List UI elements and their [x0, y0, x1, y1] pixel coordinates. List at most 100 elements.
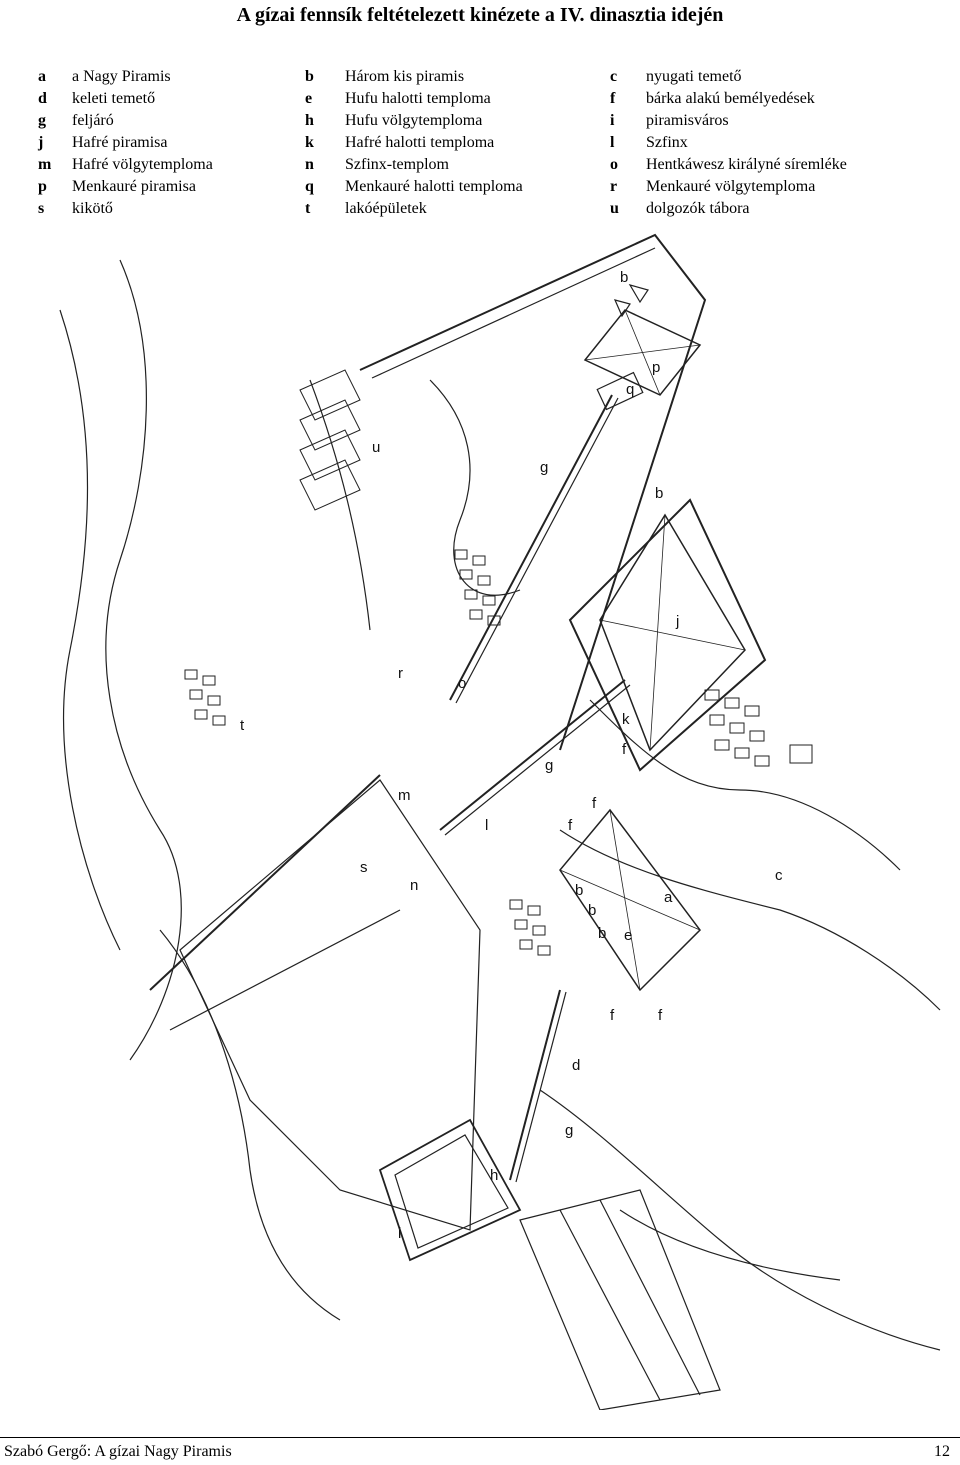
- central-field-tombs: [454, 549, 501, 626]
- great-pyramid: [559, 808, 701, 992]
- map-label-n: n: [410, 877, 418, 894]
- legend-text: Szfinx-templom: [345, 156, 449, 173]
- map-label-o: o: [458, 675, 466, 692]
- map-label-p: p: [652, 359, 660, 376]
- legend-code: l: [610, 134, 615, 151]
- map-label-d: d: [572, 1057, 580, 1074]
- legend-code: t: [305, 200, 311, 217]
- legend-row: a a Nagy Piramis b Három kis piramis c nyugat…: [0, 66, 960, 88]
- legend-code: d: [38, 90, 47, 107]
- west-cemetery: [704, 689, 813, 767]
- pyramid-town-wall: [378, 1118, 522, 1262]
- legend-text: Hentkáwesz királyné síremléke: [646, 156, 847, 173]
- map-label-f-upper: f: [622, 741, 627, 758]
- legend-code: r: [610, 178, 618, 195]
- legend-text: piramisváros: [646, 112, 729, 129]
- small-pyramid: [628, 284, 649, 304]
- legend-text: Hafré völgytemploma: [72, 156, 213, 173]
- legend-text: a Nagy Piramis: [72, 68, 171, 85]
- workers-camp: [299, 369, 361, 511]
- terrain-contour: [559, 829, 941, 1011]
- legend-text: keleti temető: [72, 90, 156, 107]
- map-label-f-left: f: [568, 817, 573, 834]
- terrain-contour: [429, 379, 521, 596]
- map-label-u: u: [372, 439, 380, 456]
- legend-code: h: [305, 112, 314, 129]
- map-label-k: k: [622, 711, 630, 728]
- terrain-contour: [309, 379, 371, 631]
- legend-row: m Hafré völgytemploma n Szfinx-templom o Hent…: [0, 154, 960, 176]
- legend-code: p: [38, 178, 47, 195]
- legend-code: q: [305, 178, 314, 195]
- legend-code: a: [38, 68, 46, 85]
- map-label-f-mid: f: [592, 795, 597, 812]
- legend-text: feljáró: [72, 112, 114, 129]
- terrain-contour: [105, 259, 182, 1061]
- footer-author: Szabó Gergő: A gízai Nagy Piramis: [4, 1443, 232, 1460]
- legend-code: b: [305, 68, 314, 85]
- legend-text: nyugati temető: [646, 68, 742, 85]
- legend-code: s: [38, 200, 45, 217]
- residential-buildings: [184, 669, 226, 726]
- harbour-basin: [179, 779, 481, 1231]
- giza-plateau-map: p q b u g b j r o k f g t m l n f f s a …: [59, 233, 941, 1410]
- map-label-b-lower1: b: [575, 882, 583, 899]
- legend-text: Menkauré halotti temploma: [345, 178, 523, 195]
- legend-code: k: [305, 134, 314, 151]
- map-label-e: e: [624, 927, 632, 944]
- legend-text: Három kis piramis: [345, 68, 465, 85]
- legend-code: g: [38, 112, 46, 129]
- map-label-g-upper: g: [540, 459, 548, 476]
- map-label-t: t: [240, 717, 245, 734]
- east-cemetery: [509, 899, 551, 956]
- legend-code: n: [305, 156, 314, 173]
- terrain-contour: [619, 1209, 841, 1281]
- terrain-contour: [59, 309, 121, 951]
- map-label-a: a: [664, 889, 673, 906]
- legend-row: d keleti temető e Hufu halotti temploma f bár…: [0, 88, 960, 110]
- khufu-causeway: [509, 989, 561, 1181]
- legend-code: o: [610, 156, 618, 173]
- page-number: 12: [934, 1443, 950, 1460]
- map-label-f-right: f: [658, 1007, 663, 1024]
- harbour-wall: [149, 774, 381, 991]
- legend-code: m: [38, 156, 52, 173]
- legend-code: u: [610, 200, 619, 217]
- legend-text: lakóépületek: [345, 200, 427, 217]
- footer-divider: [0, 1437, 960, 1438]
- legend-text: Hafré halotti temploma: [345, 134, 495, 151]
- map-label-b-upper: b: [620, 269, 628, 286]
- map-label-r: r: [398, 665, 403, 682]
- map-label-b-lower2: b: [588, 902, 596, 919]
- legend-code: e: [305, 90, 313, 107]
- map-label-s: s: [360, 859, 368, 876]
- legend-text: Szfinx: [646, 134, 688, 151]
- legend-text: Menkauré völgytemploma: [646, 178, 816, 195]
- map-label-l: l: [485, 817, 488, 834]
- map-label-m: m: [398, 787, 411, 804]
- legend-text: kikötő: [72, 200, 113, 217]
- khafre-pyramid: [599, 513, 746, 752]
- legend-code: i: [610, 112, 615, 129]
- causeway: [449, 394, 613, 701]
- map-label-b-middle: b: [655, 485, 663, 502]
- harbour-wall: [169, 909, 401, 1031]
- map-label-q: q: [626, 381, 634, 398]
- legend-code: c: [610, 68, 618, 85]
- legend-text: Hufu völgytemploma: [345, 112, 483, 129]
- map-label-h: h: [490, 1167, 498, 1184]
- menkaure-mortuary-temple: [596, 371, 644, 411]
- legend-text: Hafré piramisa: [72, 134, 168, 151]
- legend-code: f: [610, 90, 616, 107]
- legend-text: bárka alakú bemélyedések: [646, 90, 815, 107]
- map-label-b-lower3: b: [598, 925, 606, 942]
- legend-row: g feljáró h Hufu völgytemploma i piramisváros: [0, 110, 960, 132]
- page-title: A gízai fennsík feltételezett kinézete a…: [236, 4, 724, 26]
- map-label-c: c: [775, 867, 783, 884]
- map-label-g-middle: g: [545, 757, 553, 774]
- legend-text: Hufu halotti temploma: [345, 90, 491, 107]
- legend-text: Menkauré piramisa: [72, 178, 196, 195]
- menkaure-enclosure: [359, 233, 707, 751]
